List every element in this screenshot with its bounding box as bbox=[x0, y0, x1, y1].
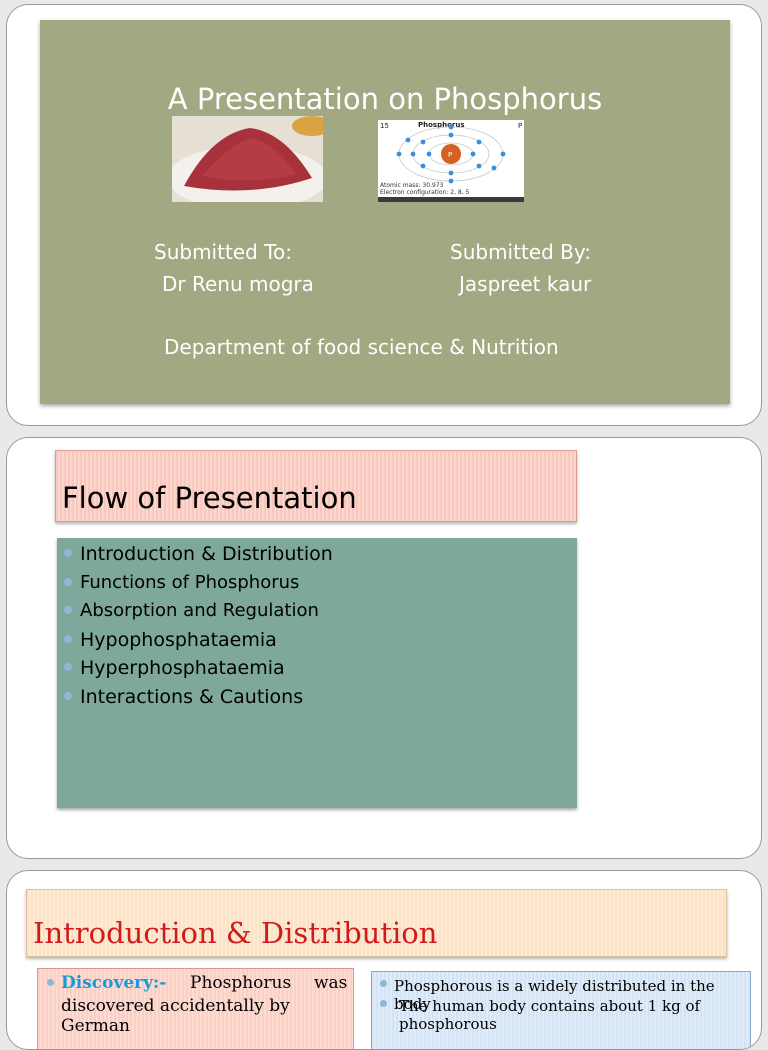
slide-2-card[interactable]: Flow of Presentation Introduction & Dist… bbox=[6, 437, 762, 859]
bullet-icon bbox=[47, 979, 54, 986]
discovery-box: Discovery:- Phosphorus was discovered ac… bbox=[37, 968, 354, 1049]
discovery-word-phosphorus: Phosphorus bbox=[190, 973, 292, 993]
list-item: Interactions & Cautions bbox=[57, 683, 577, 712]
list-item: Hypophosphataemia bbox=[57, 626, 577, 655]
bullet-icon bbox=[64, 634, 72, 643]
submitted-by-label: Submitted By: bbox=[450, 240, 591, 264]
bullet-icon bbox=[64, 606, 72, 614]
slide-3-card[interactable]: Introduction & Distribution Discovery:- … bbox=[6, 870, 762, 1050]
bullet-icon bbox=[64, 577, 72, 586]
flow-title-box: Flow of Presentation bbox=[55, 450, 577, 522]
distribution-item-1: Phosphorous is a widely distributed in t… bbox=[394, 977, 715, 1013]
phosphorus-powder-image bbox=[172, 116, 323, 202]
submitted-to-name: Dr Renu mogra bbox=[162, 272, 314, 296]
flow-list: Introduction & Distribution Functions of… bbox=[57, 538, 577, 808]
list-item: Introduction & Distribution bbox=[57, 540, 577, 569]
slide-1-card[interactable]: A Presentation on Phosphorus 15 P Phosph… bbox=[6, 4, 762, 426]
list-item: Functions of Phosphorus bbox=[57, 569, 577, 598]
atom-mass: Atomic mass: 30.973 bbox=[380, 182, 444, 189]
flow-title: Flow of Presentation bbox=[62, 481, 357, 515]
atom-symbol: P bbox=[518, 122, 522, 130]
distribution-box: Phosphorous is a widely distributed in t… bbox=[371, 971, 751, 1049]
intro-title: Introduction & Distribution bbox=[33, 916, 438, 950]
distribution-item-2: The human body contains about 1 kg of ph… bbox=[399, 997, 701, 1033]
atom-name: Phosphorus bbox=[418, 121, 465, 129]
submitted-to-label: Submitted To: bbox=[154, 240, 292, 264]
department-text: Department of food science & Nutrition bbox=[164, 335, 559, 359]
bullet-icon bbox=[64, 663, 72, 671]
list-item: Hyperphosphataemia bbox=[57, 654, 577, 683]
list-item: Absorption and Regulation bbox=[57, 597, 577, 626]
atom-number: 15 bbox=[380, 122, 389, 130]
bullet-icon bbox=[380, 980, 387, 987]
presentation-title: A Presentation on Phosphorus bbox=[167, 82, 603, 116]
intro-title-box: Introduction & Distribution bbox=[26, 889, 727, 957]
submitted-by-name: Jaspreet kaur bbox=[459, 272, 592, 296]
discovery-word-was: was bbox=[314, 973, 348, 993]
atom-config: Electron configuration: 2, 8, 5 bbox=[380, 189, 470, 196]
bullet-icon bbox=[64, 691, 72, 700]
bullet-icon bbox=[64, 549, 72, 557]
phosphorus-atom-diagram: 15 P Phosphorus P Atomic m bbox=[378, 120, 524, 202]
atom-nucleus: P bbox=[448, 151, 452, 159]
discovery-line-2: discovered accidentally by German bbox=[61, 996, 290, 1036]
title-slide: A Presentation on Phosphorus 15 P Phosph… bbox=[40, 20, 730, 404]
discovery-label: Discovery:- bbox=[61, 973, 167, 993]
bullet-icon bbox=[380, 1000, 387, 1007]
